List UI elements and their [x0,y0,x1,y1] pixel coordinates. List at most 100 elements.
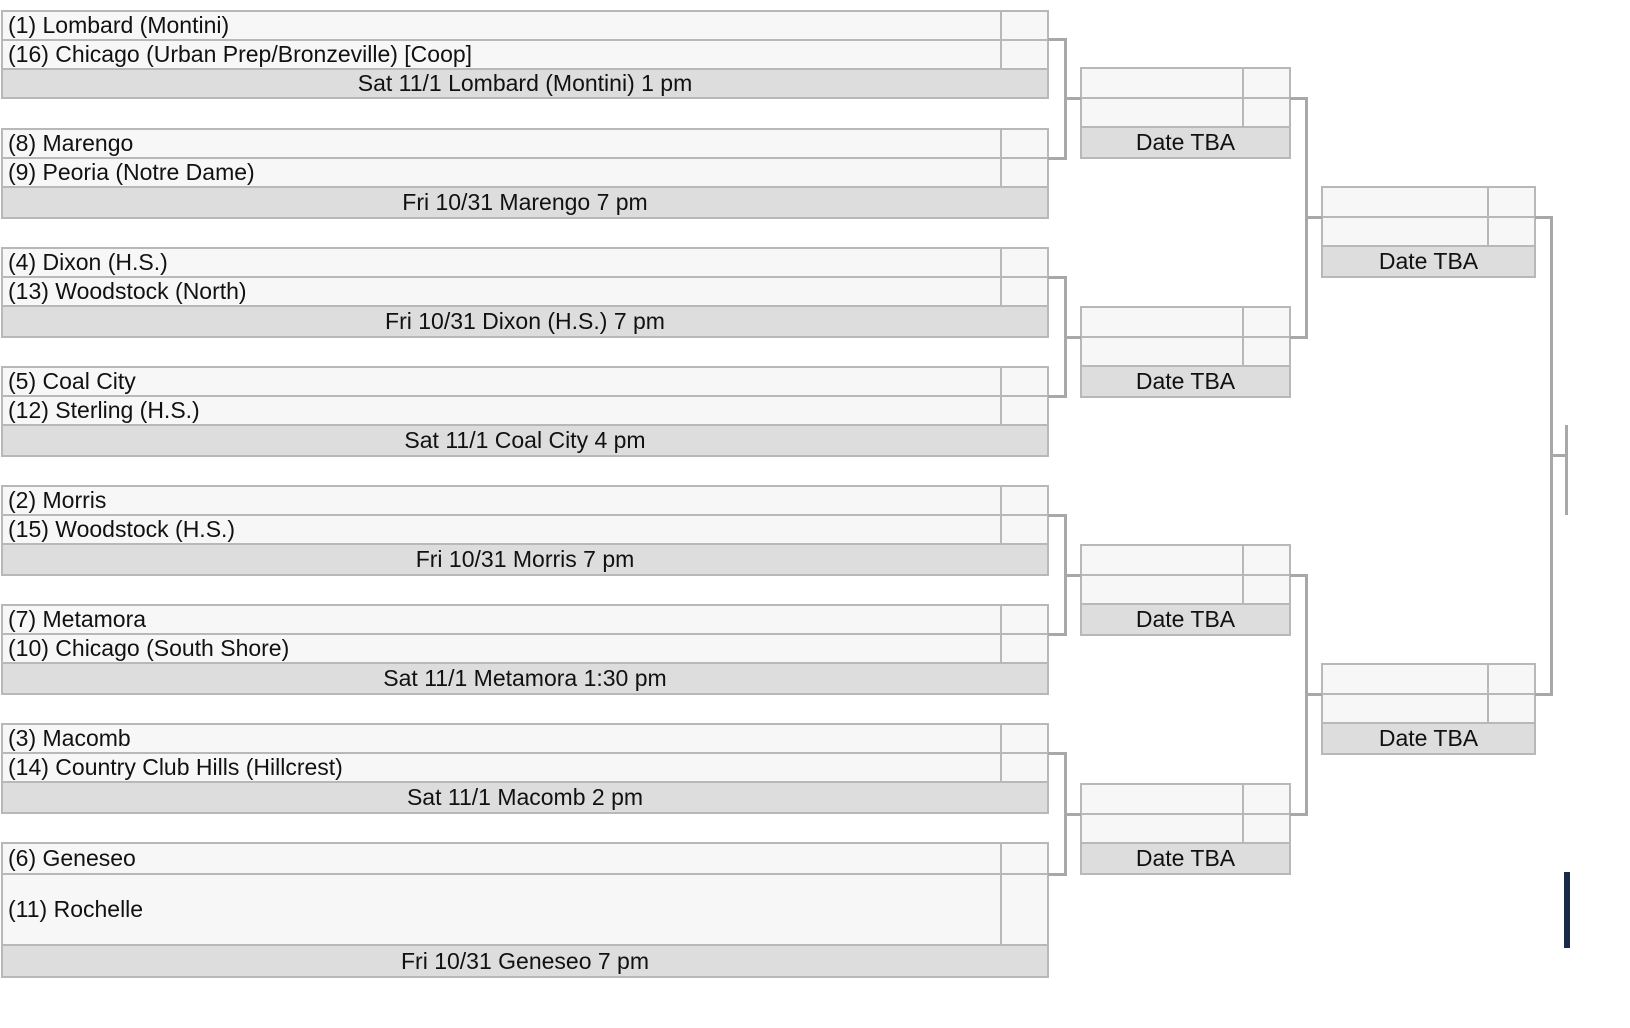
team-name: (14) Country Club Hills (Hillcrest) [8,754,343,780]
team-slot [1321,216,1489,247]
team-slot [1321,663,1489,695]
team-slot: (11) Rochelle [1,873,1002,946]
score-cell [1242,306,1291,338]
team-slot [1080,544,1244,576]
score-cell [1000,752,1049,783]
team-slot [1080,67,1244,99]
bracket-connector [1550,454,1568,457]
team-slot: (7) Metamora [1,604,1002,635]
bracket-connector [1048,157,1066,160]
score-cell [1242,783,1291,815]
bracket-connector [1064,813,1081,816]
score-cell [1242,813,1291,844]
team-slot: (1) Lombard (Montini) [1,10,1002,41]
bracket-connector [1535,216,1553,219]
team-slot [1321,693,1489,724]
game-info: Date TBA [1080,365,1291,398]
team-name: (16) Chicago (Urban Prep/Bronzeville) [C… [8,41,473,67]
score-cell [1000,10,1049,41]
bracket-connector [1290,574,1308,577]
game-info: Fri 10/31 Morris 7 pm [1,543,1049,576]
game-info: Fri 10/31 Geneseo 7 pm [1,944,1049,978]
game-info: Sat 11/1 Coal City 4 pm [1,424,1049,457]
team-slot: (2) Morris [1,485,1002,516]
team-slot: (5) Coal City [1,366,1002,397]
team-slot: (14) Country Club Hills (Hillcrest) [1,752,1002,783]
bracket-connector [1290,813,1308,816]
score-cell [1242,574,1291,605]
team-name: (10) Chicago (South Shore) [8,635,290,661]
score-cell [1242,67,1291,99]
game-info: Date TBA [1080,126,1291,159]
score-cell [1000,514,1049,545]
team-slot: (8) Marengo [1,128,1002,159]
score-cell [1487,216,1536,247]
score-cell [1000,723,1049,754]
bracket-connector [1565,425,1568,515]
team-name: (3) Macomb [8,725,131,751]
score-cell [1000,39,1049,70]
game-info: Date TBA [1321,722,1536,755]
team-name: (5) Coal City [8,368,136,394]
bracket-connector [1305,693,1322,696]
score-cell [1000,366,1049,397]
team-name: (8) Marengo [8,130,134,156]
game-info: Date TBA [1080,603,1291,636]
score-cell [1000,395,1049,426]
bracket-connector [1290,97,1308,100]
game-info: Fri 10/31 Dixon (H.S.) 7 pm [1,305,1049,338]
team-name: (15) Woodstock (H.S.) [8,516,236,542]
team-slot: (12) Sterling (H.S.) [1,395,1002,426]
score-cell [1000,247,1049,278]
game-info: Date TBA [1321,245,1536,278]
bracket-connector [1064,97,1081,100]
bracket-connector [1048,276,1066,279]
score-cell [1000,842,1049,875]
score-cell [1487,186,1536,218]
bracket-connector [1048,633,1066,636]
score-cell [1000,633,1049,664]
team-name: (7) Metamora [8,606,147,632]
team-slot [1080,574,1244,605]
game-info: Fri 10/31 Marengo 7 pm [1,186,1049,219]
team-name: (1) Lombard (Montini) [8,12,230,38]
bracket-connector [1064,574,1081,577]
team-slot: (13) Woodstock (North) [1,276,1002,307]
game-info: Date TBA [1080,842,1291,875]
team-name: (6) Geneseo [8,845,136,871]
bracket-connector [1064,336,1081,339]
bracket-connector [1048,514,1066,517]
score-cell [1000,873,1049,946]
team-slot: (9) Peoria (Notre Dame) [1,157,1002,188]
score-cell [1242,336,1291,367]
score-cell [1242,97,1291,128]
bracket-connector [1048,752,1066,755]
bracket-connector [1048,38,1066,41]
team-slot: (16) Chicago (Urban Prep/Bronzeville) [C… [1,39,1002,70]
score-cell [1000,157,1049,188]
team-name: (9) Peoria (Notre Dame) [8,159,255,185]
game-info: Sat 11/1 Macomb 2 pm [1,781,1049,814]
score-cell [1000,485,1049,516]
team-slot: (10) Chicago (South Shore) [1,633,1002,664]
score-cell [1242,544,1291,576]
score-cell [1487,663,1536,695]
bracket-connector [1048,395,1066,398]
game-info: Sat 11/1 Metamora 1:30 pm [1,662,1049,695]
offscreen-element [1564,872,1570,948]
team-slot: (15) Woodstock (H.S.) [1,514,1002,545]
team-slot [1080,306,1244,338]
team-slot: (6) Geneseo [1,842,1002,875]
team-slot [1321,186,1489,218]
team-slot [1080,783,1244,815]
game-info: Sat 11/1 Lombard (Montini) 1 pm [1,68,1049,99]
team-slot [1080,813,1244,844]
score-cell [1000,604,1049,635]
score-cell [1487,693,1536,724]
team-slot [1080,336,1244,367]
team-slot: (4) Dixon (H.S.) [1,247,1002,278]
score-cell [1000,276,1049,307]
bracket-connector [1290,336,1308,339]
team-name: (4) Dixon (H.S.) [8,249,168,275]
bracket-connector [1048,873,1066,876]
